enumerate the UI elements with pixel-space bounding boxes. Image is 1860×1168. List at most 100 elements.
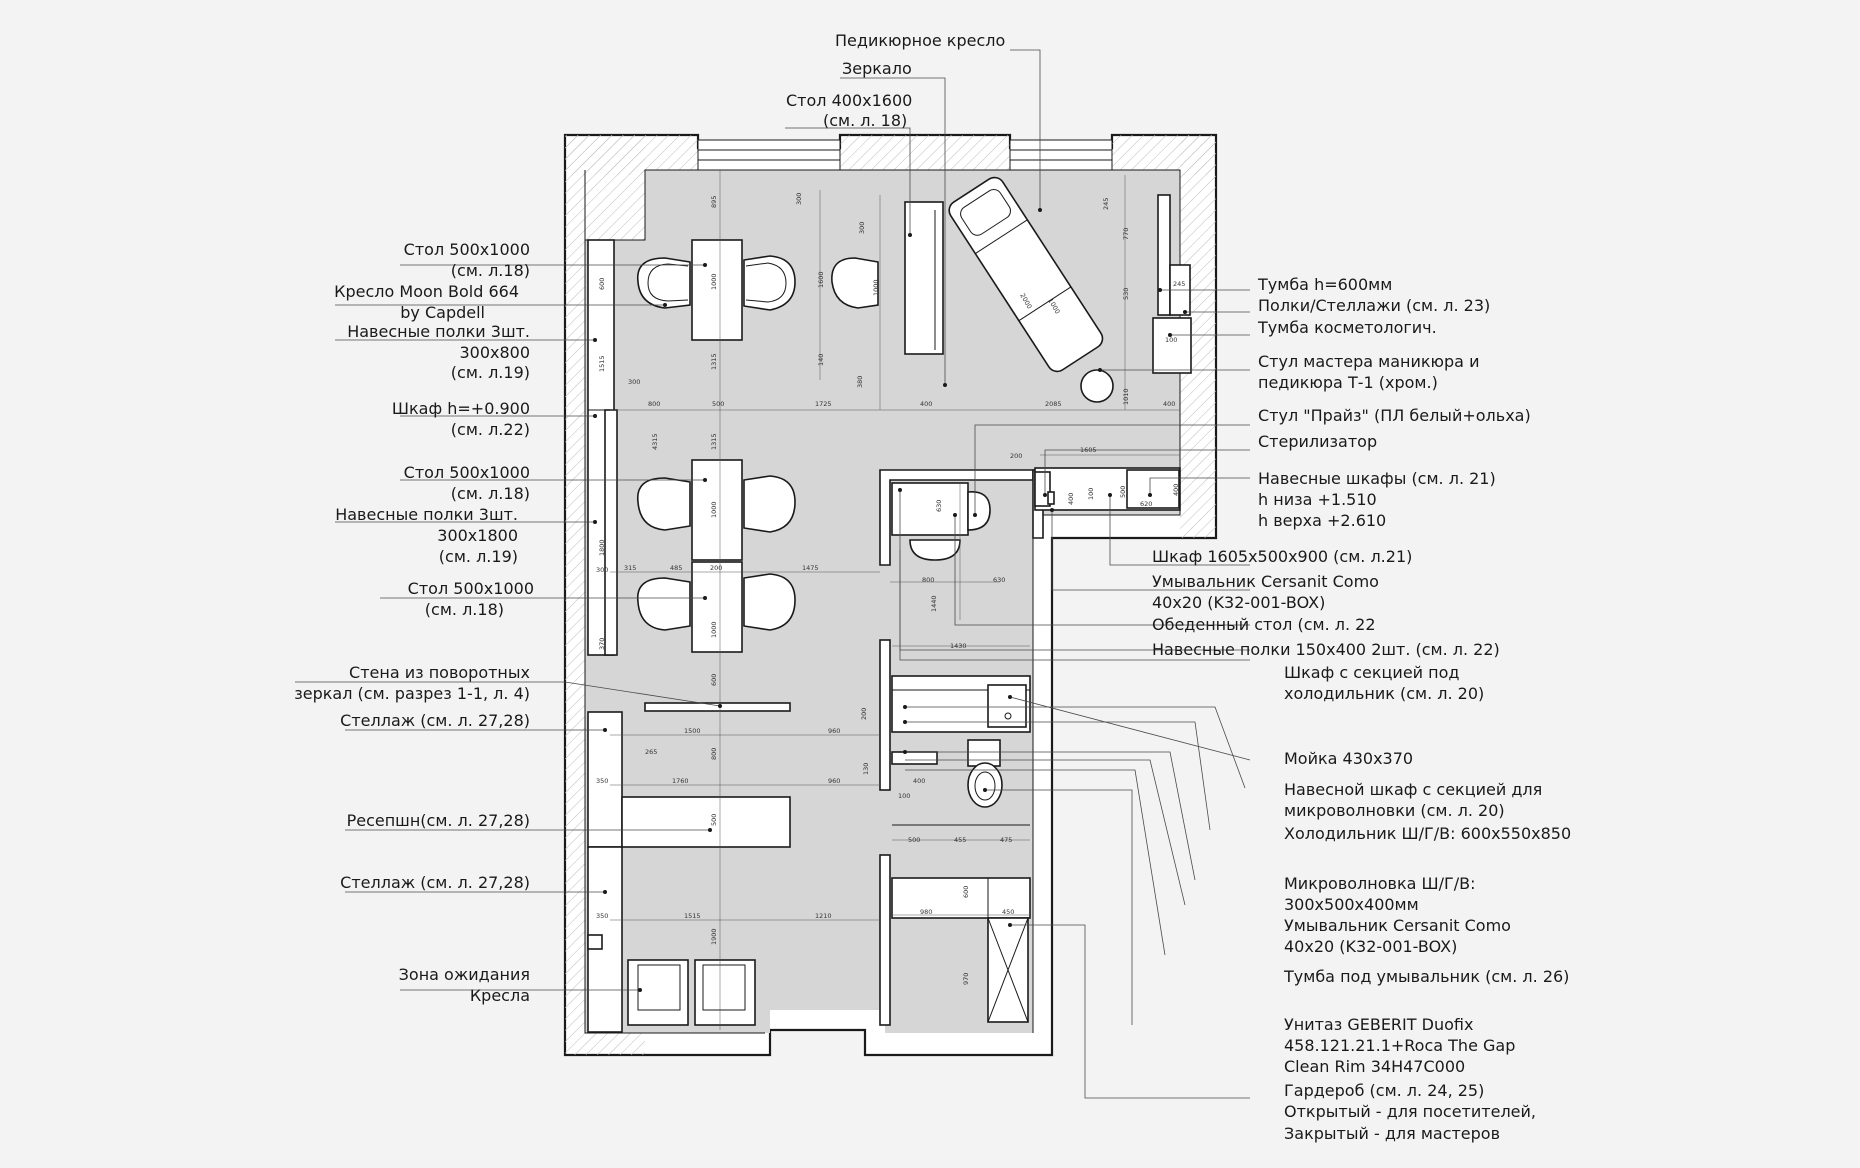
dim: 350 (596, 912, 608, 920)
label-left: Стол 500x1000 (408, 579, 534, 598)
label-pedicure-chair: Педикюрное кресло (835, 31, 1005, 50)
label-right: Мойка 430x370 (1284, 749, 1413, 768)
table-2 (691, 459, 743, 561)
table-3 (691, 561, 743, 653)
cosmetic-cabinet (1152, 317, 1192, 374)
shelves-right (1157, 194, 1171, 316)
chair-6 (743, 573, 796, 631)
wardrobe (891, 877, 1031, 1023)
label-left: зеркал (см. разрез 1-1, л. 4) (294, 684, 530, 703)
labels-left: Стол 500x1000 (см. л.18) Кресло Moon Bol… (294, 240, 534, 1005)
dim: 400 (1172, 484, 1180, 496)
label-left: (см. л.18) (425, 600, 504, 619)
dim: 400 (920, 400, 932, 408)
dim: 300 (795, 193, 803, 205)
waiting-chair-1 (627, 959, 689, 1026)
label-left: (см. л.19) (451, 363, 530, 382)
dim: 245 (1102, 198, 1110, 210)
dim: 100 (1087, 488, 1095, 500)
pedicure-zone (904, 176, 1192, 403)
wall-shelves-left (587, 239, 618, 656)
label-right: 40x20 (K32-001-BOX) (1152, 593, 1325, 612)
label-right: Унитаз GEBERIT Duofix (1284, 1015, 1473, 1034)
labels-right: Тумба h=600мм Полки/Стеллажи (см. л. 23)… (1152, 275, 1571, 1143)
dim: 960 (828, 727, 840, 735)
label-left: 300x800 (459, 343, 530, 362)
dim: 1000 (710, 501, 718, 518)
dim: 140 (817, 354, 825, 366)
dim: 1900 (710, 928, 718, 945)
label-left: (см. л.19) (439, 547, 518, 566)
dim: 100 (1165, 336, 1177, 344)
dim: 1000 (710, 273, 718, 290)
toilet (967, 739, 1003, 808)
label-right: Clean Rim 34H47C000 (1284, 1057, 1465, 1076)
dim: 200 (860, 708, 868, 720)
label-right: педикюра Т-1 (хром.) (1258, 373, 1438, 392)
label-right: Навесной шкаф с секцией для (1284, 780, 1542, 799)
dim: 370 (598, 638, 606, 650)
label-right: Шкаф с секцией под (1284, 663, 1459, 682)
label-right: Обеденный стол (см. л. 22 (1152, 615, 1376, 634)
dim: 400 (913, 777, 925, 785)
dim: 1800 (598, 539, 606, 556)
dim: 970 (962, 973, 970, 985)
labels-top: Педикюрное кресло Зеркало Стол 400x1600 … (786, 31, 1005, 130)
label-mirror: Зеркало (842, 59, 912, 78)
dim: 770 (1122, 228, 1130, 240)
dim: 485 (670, 564, 682, 572)
dim: 300 (596, 566, 608, 574)
chair-1 (636, 257, 691, 309)
label-left: Кресло Moon Bold 664 (334, 282, 519, 301)
dim: 450 (1002, 908, 1014, 916)
label-left: Навесные полки 3шт. (335, 505, 518, 524)
label-right: Стул мастера маникюра и (1258, 352, 1479, 371)
chair-3 (636, 477, 691, 531)
rack-1 (587, 711, 623, 848)
reception-desk (621, 796, 791, 848)
label-table-400: Стол 400x1600 (786, 91, 912, 110)
mirror-wall (644, 702, 791, 712)
label-right: Стерилизатор (1258, 432, 1377, 451)
label-right: холодильник (см. л. 20) (1284, 684, 1484, 703)
dim: 300 (628, 378, 640, 386)
kitchen (891, 675, 1031, 826)
dim: 245 (1173, 280, 1185, 288)
dim: 620 (1140, 500, 1152, 508)
dim: 1440 (930, 595, 938, 612)
dim: 530 (1122, 288, 1130, 300)
label-left: Зона ожидания (399, 965, 530, 984)
dim: 630 (935, 500, 943, 512)
dim: 500 (712, 400, 724, 408)
leader-lines (295, 49, 1251, 1099)
dim: 1515 (684, 912, 701, 920)
sink (987, 684, 1027, 728)
label-right: Микроволновка Ш/Г/В: (1284, 874, 1476, 893)
dim: 1210 (815, 912, 832, 920)
dim: 1725 (815, 400, 832, 408)
dim: 1430 (950, 642, 967, 650)
label-right: Стул "Прайз" (ПЛ белый+ольха) (1258, 406, 1531, 425)
window-left (697, 139, 841, 171)
dim: 800 (648, 400, 660, 408)
dim: 2085 (1045, 400, 1062, 408)
dim: 1515 (598, 355, 606, 372)
label-right: 300x500x400мм (1284, 895, 1419, 914)
cabinet-1605 (1034, 467, 1181, 511)
label-right: микроволновки (см. л. 20) (1284, 801, 1505, 820)
label-left: Ресепшн(см. л. 27,28) (347, 811, 530, 830)
dim: 1000 (710, 621, 718, 638)
dim: 500 (908, 836, 920, 844)
label-right: Открытый - для посетителей, (1284, 1102, 1536, 1121)
pedicure-chair-shape (948, 176, 1104, 373)
dim: 1010 (1122, 388, 1130, 405)
label-left: by Capdell (400, 303, 485, 322)
dim: 960 (828, 777, 840, 785)
dim: 350 (596, 777, 608, 785)
dim: 600 (962, 886, 970, 898)
dim: 1600 (817, 271, 825, 288)
dim: 800 (922, 576, 934, 584)
label-right: 458.121.21.1+Roca The Gap (1284, 1036, 1515, 1055)
dim: 4315 (651, 433, 659, 450)
